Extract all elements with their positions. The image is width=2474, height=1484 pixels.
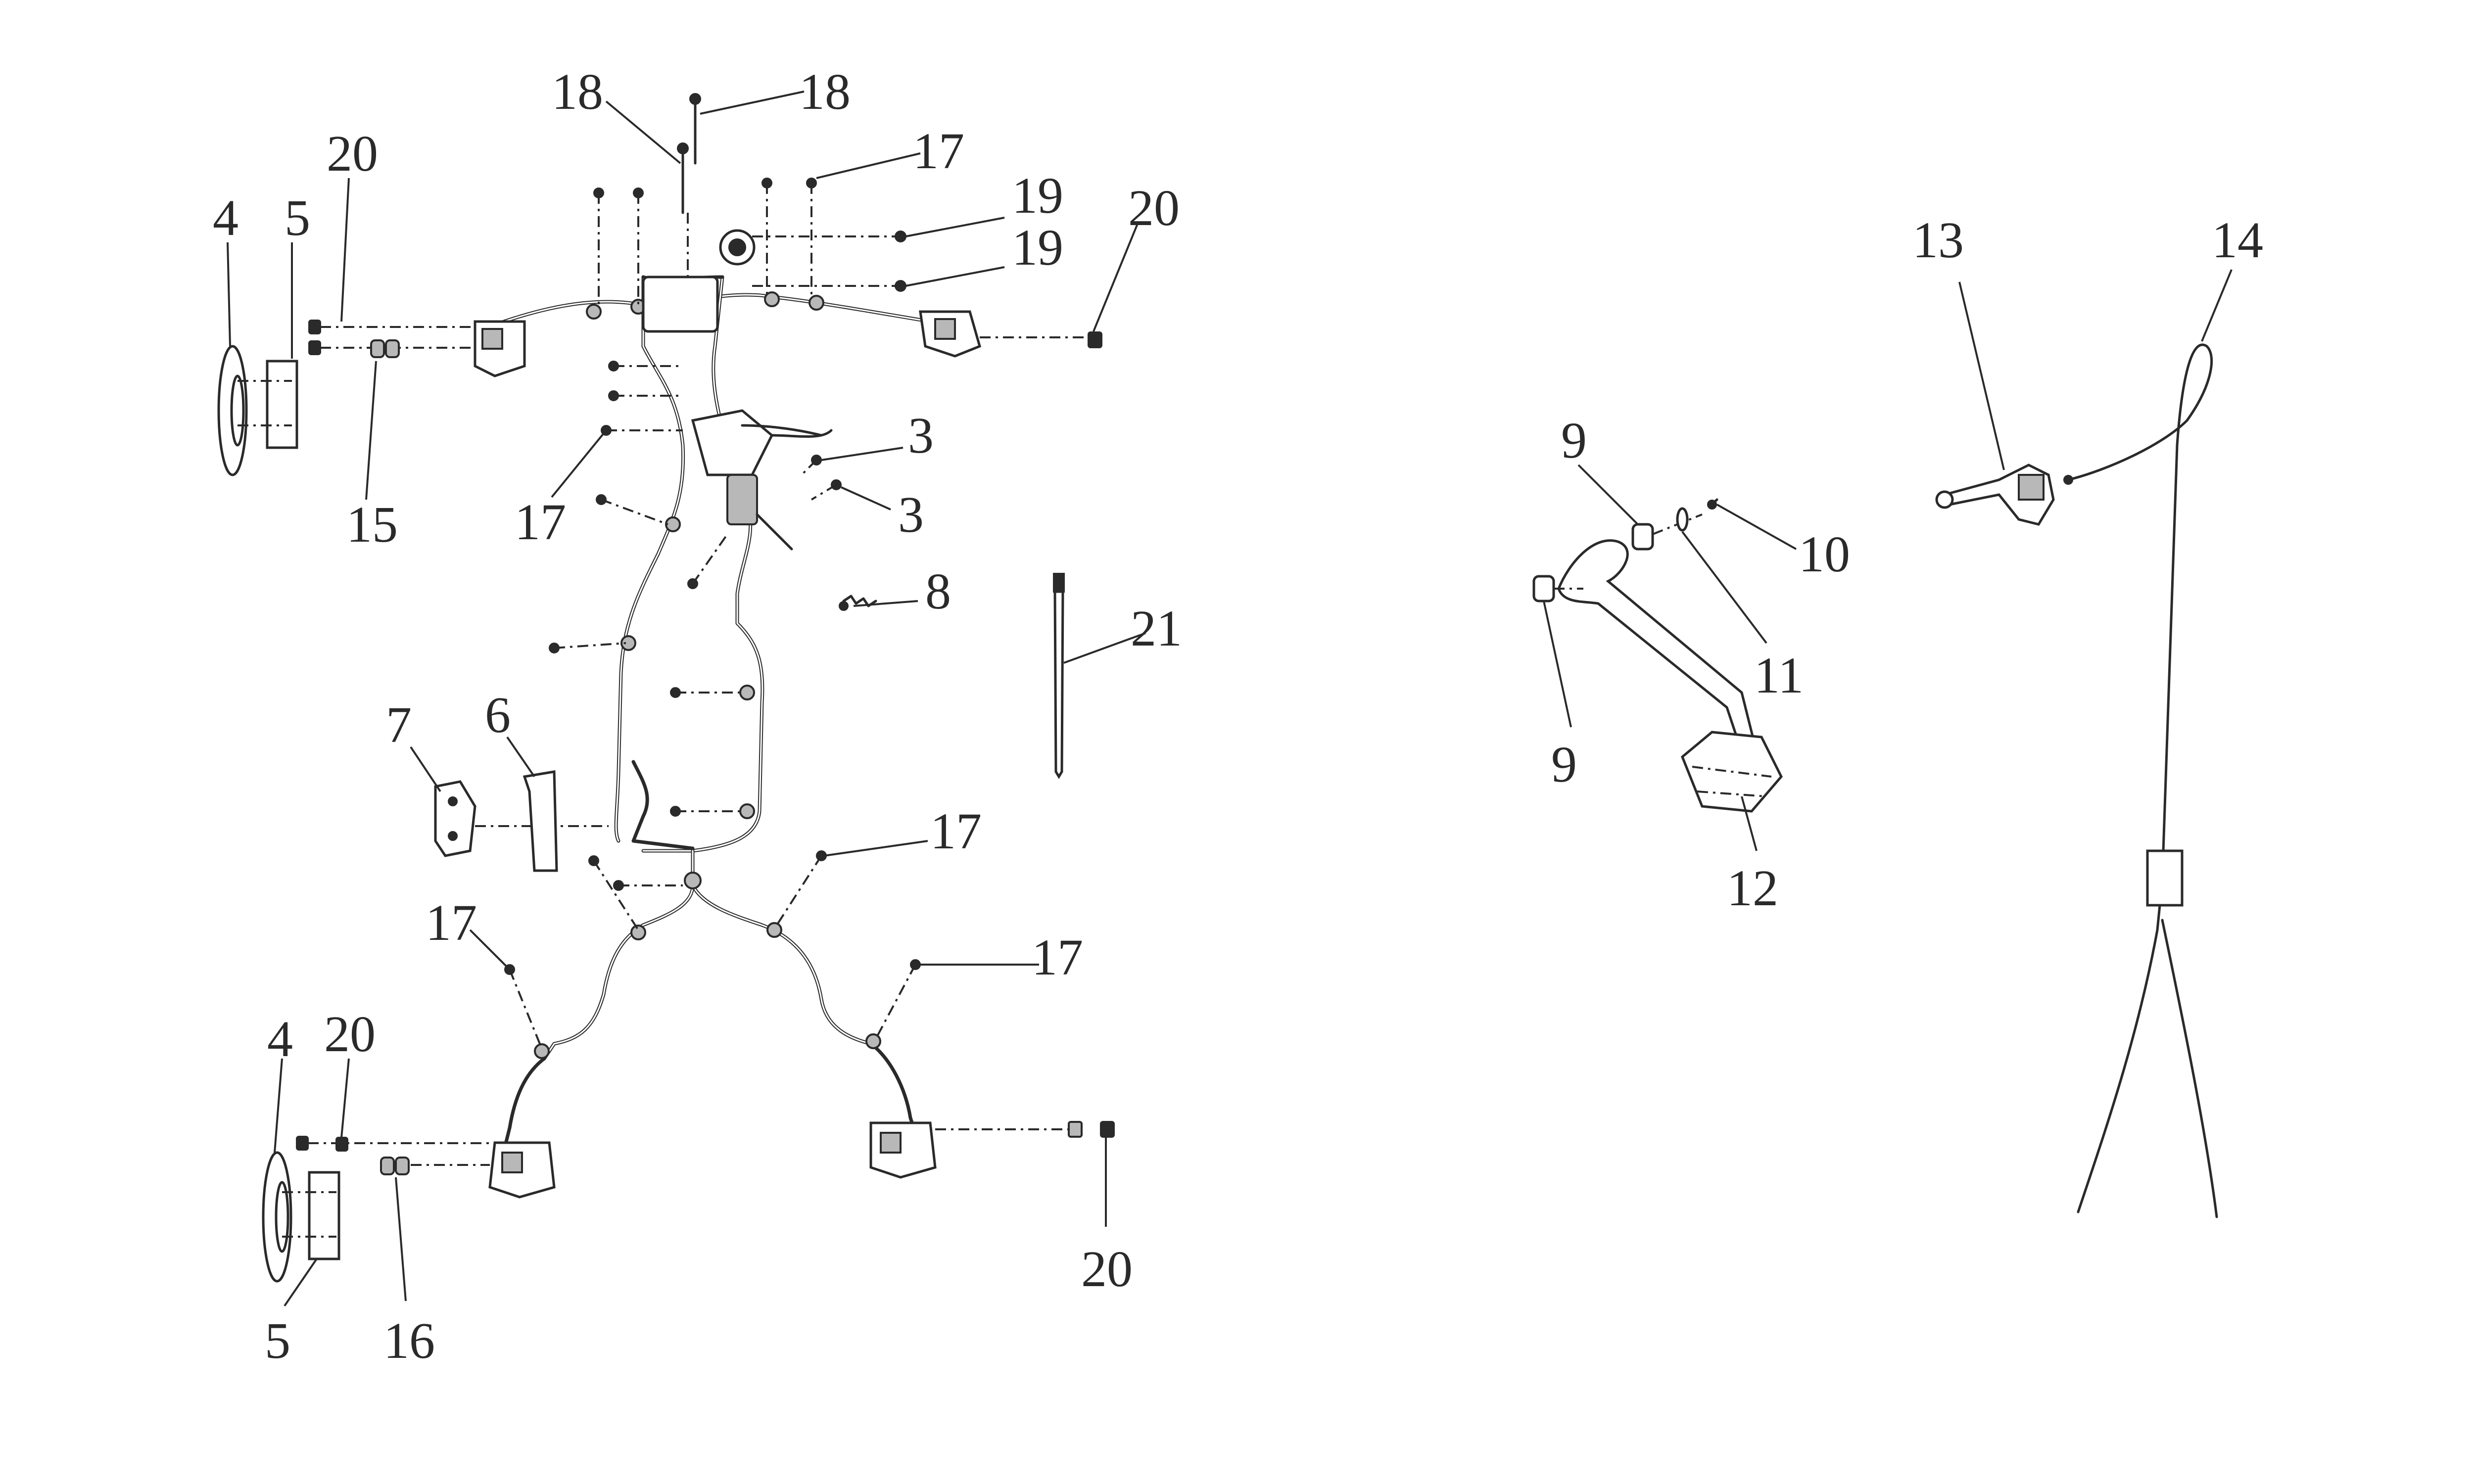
callout-5-top: 5 [285,189,310,246]
callout-17-lower-right: 17 [1032,929,1083,986]
callout-13: 13 [1912,212,1964,269]
callout-labels: 18 18 20 17 4 5 19 19 20 3 15 17 3 8 21 … [213,63,2263,1369]
upper-right-caliper [919,310,982,358]
brake-pedal-assembly [1532,498,1783,813]
callout-4-bottom: 4 [267,1011,293,1067]
callout-14: 14 [2212,212,2263,269]
callout-10: 10 [1799,526,1850,583]
lower-left-caliper [488,1141,556,1199]
upper-brake-disc [217,345,248,476]
parking-brake-lever [1935,464,2055,526]
callout-3-upper: 3 [908,407,934,464]
callout-20-bottom-left: 20 [324,1006,376,1063]
callout-5-bottom: 5 [265,1312,290,1369]
callout-17-lower-left: 17 [426,894,477,951]
upper-disc-bracket [238,360,298,449]
callout-8: 8 [925,563,951,620]
callout-20-bottom-right: 20 [1081,1241,1133,1298]
master-cylinder [642,229,833,551]
callout-3-lower: 3 [898,486,924,543]
callout-19-lower: 19 [1012,219,1063,276]
fasteners [296,93,1115,1175]
callout-20-top-right: 20 [1128,180,1180,236]
callout-9-upper: 9 [1561,412,1587,469]
callout-4-top: 4 [213,189,238,246]
lower-right-caliper [869,1121,937,1179]
callout-11: 11 [1754,647,1804,704]
callout-19-upper: 19 [1012,167,1063,224]
brake-cable [2063,343,2218,1218]
lower-disc-bracket [282,1171,340,1260]
callout-15: 15 [346,496,398,553]
callout-18-right: 18 [799,63,851,120]
upper-left-caliper [474,320,526,377]
callout-17-mid-right: 17 [930,803,982,860]
callout-17-top: 17 [913,123,964,180]
callout-9-lower: 9 [1551,736,1577,793]
callout-7: 7 [386,696,412,753]
plate-part-6 [523,770,558,872]
spring-part-8 [839,595,877,611]
callout-16: 16 [383,1312,435,1369]
bracket-part-7 [434,780,609,857]
callout-20-top-left: 20 [327,125,378,182]
callout-6: 6 [485,687,511,743]
lower-brake-disc [262,1151,292,1283]
callout-12: 12 [1727,860,1778,917]
cable-tie-part-21 [1053,573,1065,779]
callout-18-left: 18 [552,63,603,120]
callout-21: 21 [1131,600,1182,657]
leader-lines [227,91,2233,1307]
callout-17-mid-left: 17 [515,494,566,551]
front-brake-line-assembly [488,275,932,1150]
